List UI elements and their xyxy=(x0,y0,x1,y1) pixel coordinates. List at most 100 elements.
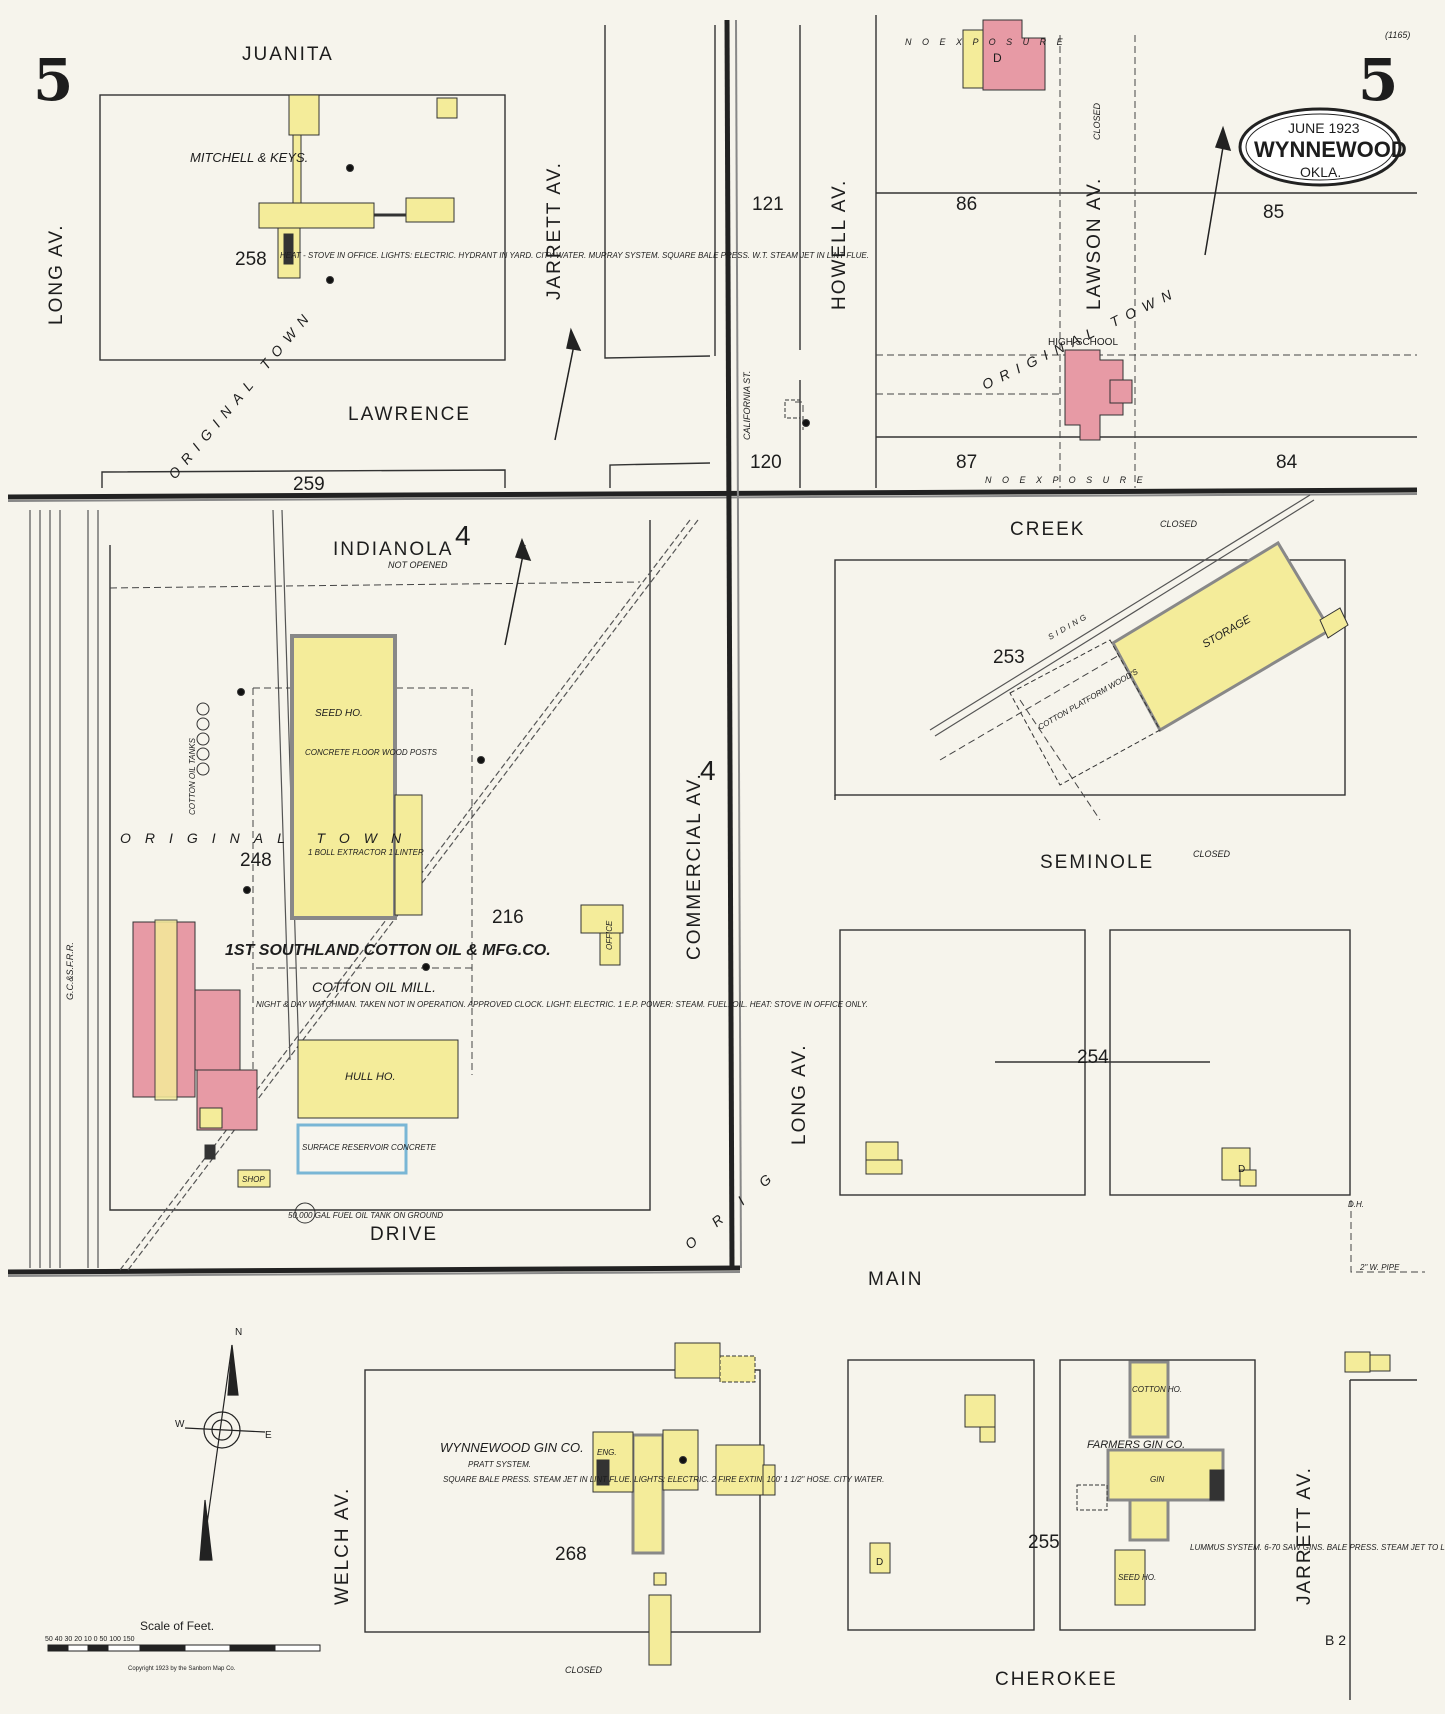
street-commercial-av: COMMERCIAL AV. xyxy=(684,772,705,960)
street-seminole-closed: CLOSED xyxy=(1193,849,1231,859)
label-wynnewood-gin-notes: SQUARE BALE PRESS. STEAM JET IN LINT FLU… xyxy=(443,1475,884,1484)
block-87: 87 xyxy=(956,452,977,473)
no-exposure-mid: N O E X P O S U R E xyxy=(985,475,1147,485)
label-farmers-notes: LUMMUS SYSTEM. 6-70 SAW GINS. BALE PRESS… xyxy=(1190,1543,1445,1552)
block-86: 86 xyxy=(956,194,977,215)
farmers-gin xyxy=(869,1351,1391,1606)
southland-cotton-oil-mill xyxy=(132,634,624,1224)
label-seed-ho: SEED HO. xyxy=(315,708,363,719)
street-lawson-av: LAWSON AV. xyxy=(1084,177,1105,310)
label-cotton-oil-tanks: COTTON OIL TANKS xyxy=(188,737,197,815)
dashed-lines xyxy=(109,35,1425,1273)
label-mitchell-notes: HEAT - STOVE IN OFFICE. LIGHTS: ELECTRIC… xyxy=(280,251,869,260)
dh-marker: D.H. xyxy=(1348,1200,1364,1209)
ward-4-b: 4 xyxy=(700,755,716,786)
label-gin: GIN xyxy=(1150,1475,1164,1484)
street-cherokee: CHEROKEE xyxy=(995,1669,1118,1690)
copyright: Copyright 1923 by the Sanborn Map Co. xyxy=(128,1666,236,1672)
street-creek-closed: CLOSED xyxy=(1160,519,1198,529)
street-creek: CREEK xyxy=(1010,519,1085,540)
scale-ticks: 50 40 30 20 10 0 50 100 150 xyxy=(45,1636,135,1643)
sheet-number-left: 5 xyxy=(33,46,73,114)
label-original-town-1: ORIGINAL TOWN xyxy=(165,305,317,482)
label-hull-ho: HULL HO. xyxy=(345,1071,396,1083)
compass-w: W xyxy=(175,1419,185,1430)
label-mill-notes: NIGHT & DAY WATCHMAN. TAKEN NOT IN OPERA… xyxy=(256,1000,868,1009)
block-268: 268 xyxy=(555,1544,587,1565)
street-juanita: JUANITA xyxy=(242,44,334,65)
street-closed-bottom: CLOSED xyxy=(565,1665,603,1675)
street-drive: DRIVE xyxy=(370,1224,438,1245)
block-258: 258 xyxy=(235,249,267,270)
top-right-buildings xyxy=(784,19,1133,441)
label-high-school: HIGH SCHOOL xyxy=(1048,337,1118,348)
street-jarrett-av-bottom: JARRETT AV. xyxy=(1294,1466,1315,1605)
title-cartouche xyxy=(1238,107,1402,187)
street-jarrett-av-top: JARRETT AV. xyxy=(544,161,565,300)
dwelling-d-3: D xyxy=(876,1557,883,1568)
label-seed-ho-small: SEED HO. xyxy=(1118,1573,1156,1582)
block-248: 248 xyxy=(240,850,272,871)
label-cotton-oil-mill: COTTON OIL MILL. xyxy=(312,979,436,995)
label-farmers-gin: FARMERS GIN CO. xyxy=(1087,1439,1185,1451)
sheet-frame xyxy=(7,19,1418,1277)
label-surface-reservoir: SURFACE RESERVOIR CONCRETE xyxy=(302,1143,437,1152)
street-long-av-mid: LONG AV. xyxy=(789,1043,810,1145)
compass-rose xyxy=(184,1344,266,1561)
label-cotton-ho: COTTON HO. xyxy=(1132,1385,1182,1394)
title-date: JUNE 1923 xyxy=(1288,120,1360,136)
label-original-town-3: ORIGINAL TOWN xyxy=(120,830,415,846)
label-boll-extractor: 1 BOLL EXTRACTOR 1 LINTER xyxy=(308,848,424,857)
street-lawson-closed: CLOSED xyxy=(1092,102,1102,140)
street-indianola-note: NOT OPENED xyxy=(388,560,448,570)
sheet-number-right: 5 xyxy=(1358,46,1398,114)
dwelling-d-2: D xyxy=(1238,1164,1245,1175)
block-255: 255 xyxy=(1028,1532,1060,1553)
compass-n: N xyxy=(235,1327,242,1338)
label-cotton-platform: COTTON PLATFORM WOOD'S xyxy=(1037,667,1141,732)
label-mitchell-keys: MITCHELL & KEYS. xyxy=(190,150,308,165)
compass-e: E xyxy=(265,1430,272,1441)
label-concrete-floor: CONCRETE FLOOR WOOD POSTS xyxy=(305,748,438,757)
no-exposure-top: N O E X P O S U R E xyxy=(905,37,1067,47)
north-arrows xyxy=(504,125,1232,646)
dwelling-d-1: D xyxy=(993,51,1002,65)
label-fuel-tank: 50,000 GAL FUEL OIL TANK ON GROUND xyxy=(288,1211,443,1220)
street-indianola: INDIANOLA xyxy=(333,539,453,560)
pipe-note: 2" W. PIPE xyxy=(1359,1263,1400,1272)
block-121: 121 xyxy=(752,194,784,215)
ward-4-a: 4 xyxy=(455,520,471,551)
sheet-corner-ref: (1165) xyxy=(1385,30,1410,40)
title-town: WYNNEWOOD xyxy=(1254,137,1407,162)
label-southland: 1ST SOUTHLAND COTTON OIL & MFG.CO. xyxy=(225,942,551,959)
block-120: 120 xyxy=(750,452,782,473)
street-main: MAIN xyxy=(868,1269,924,1290)
street-howell-av: HOWELL AV. xyxy=(829,179,850,310)
street-california-st: CALIFORNIA ST. xyxy=(742,371,752,440)
block-216: 216 xyxy=(492,907,524,928)
label-siding: SIDING xyxy=(1047,611,1091,642)
street-lawrence: LAWRENCE xyxy=(348,404,471,425)
block-84: 84 xyxy=(1276,452,1298,473)
block-259: 259 xyxy=(293,474,325,495)
label-office: OFFICE xyxy=(605,920,614,950)
railroad-tracks xyxy=(29,494,1315,1271)
cotton-storage xyxy=(1009,540,1349,786)
scale-title: Scale of Feet. xyxy=(140,1619,214,1633)
block-253: 253 xyxy=(993,647,1025,668)
label-pratt-system: PRATT SYSTEM. xyxy=(468,1460,531,1469)
label-wynnewood-gin: WYNNEWOOD GIN CO. xyxy=(440,1440,584,1455)
railroad-label: G.C.&S.F.R.R. xyxy=(65,942,75,1000)
street-long-av-top: LONG AV. xyxy=(46,223,67,325)
block-254: 254 xyxy=(1077,1047,1109,1068)
block-outlines xyxy=(99,15,1417,1700)
street-welch-av: WELCH AV. xyxy=(332,1487,353,1605)
sheet-corner-mark: B 2 xyxy=(1325,1632,1346,1648)
street-seminole: SEMINOLE xyxy=(1040,852,1154,873)
block-85: 85 xyxy=(1263,202,1284,223)
mitchell-keys-gin xyxy=(258,94,458,284)
block-254-dwellings xyxy=(865,1141,1257,1187)
label-eng: ENG. xyxy=(597,1448,617,1457)
